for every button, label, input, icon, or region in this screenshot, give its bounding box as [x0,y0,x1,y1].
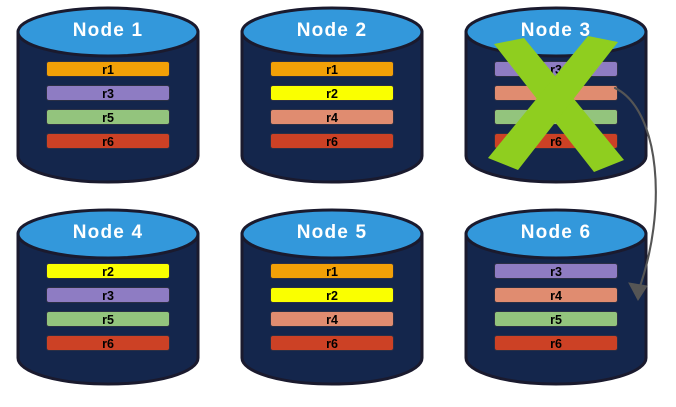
node-6-replica-list: r3 r4 r5 r6 [494,263,618,359]
replica-r3[interactable]: r3 [46,287,170,303]
replica-r6[interactable]: r6 [46,335,170,351]
replica-r4[interactable]: r4 [270,311,394,327]
replica-r4[interactable]: r4 [270,109,394,125]
replica-r5[interactable]: r5 [46,109,170,125]
replica-r1[interactable]: r1 [270,61,394,77]
replica-r5[interactable]: r5 [494,311,618,327]
replica-r6[interactable]: r6 [494,335,618,351]
replica-r2[interactable]: r2 [270,287,394,303]
replica-r5[interactable]: r5 [494,109,618,125]
replica-r6[interactable]: r6 [46,133,170,149]
node-3-replica-list: r3 r4 r5 r6 [494,61,618,157]
node-4-replica-list: r2 r3 r5 r6 [46,263,170,359]
replica-r2[interactable]: r2 [270,85,394,101]
node-1-replica-list: r1 r3 r5 r6 [46,61,170,157]
node-5-replica-list: r1 r2 r4 r6 [270,263,394,359]
cylinder-top [240,6,424,58]
replica-r3[interactable]: r3 [494,263,618,279]
replica-r3[interactable]: r3 [46,85,170,101]
replica-r4[interactable]: r4 [494,287,618,303]
replica-r6[interactable]: r6 [270,133,394,149]
replica-r1[interactable]: r1 [46,61,170,77]
replica-r5[interactable]: r5 [46,311,170,327]
cylinder-top [464,6,648,58]
replica-r2[interactable]: r2 [46,263,170,279]
node-2-replica-list: r1 r2 r4 r6 [270,61,394,157]
replica-r3[interactable]: r3 [494,61,618,77]
cylinder-top [464,208,648,260]
replica-r1[interactable]: r1 [270,263,394,279]
replica-r6[interactable]: r6 [270,335,394,351]
replica-r4[interactable]: r4 [494,85,618,101]
replica-r6[interactable]: r6 [494,133,618,149]
cylinder-top [16,208,200,260]
cylinder-top [240,208,424,260]
cylinder-top [16,6,200,58]
